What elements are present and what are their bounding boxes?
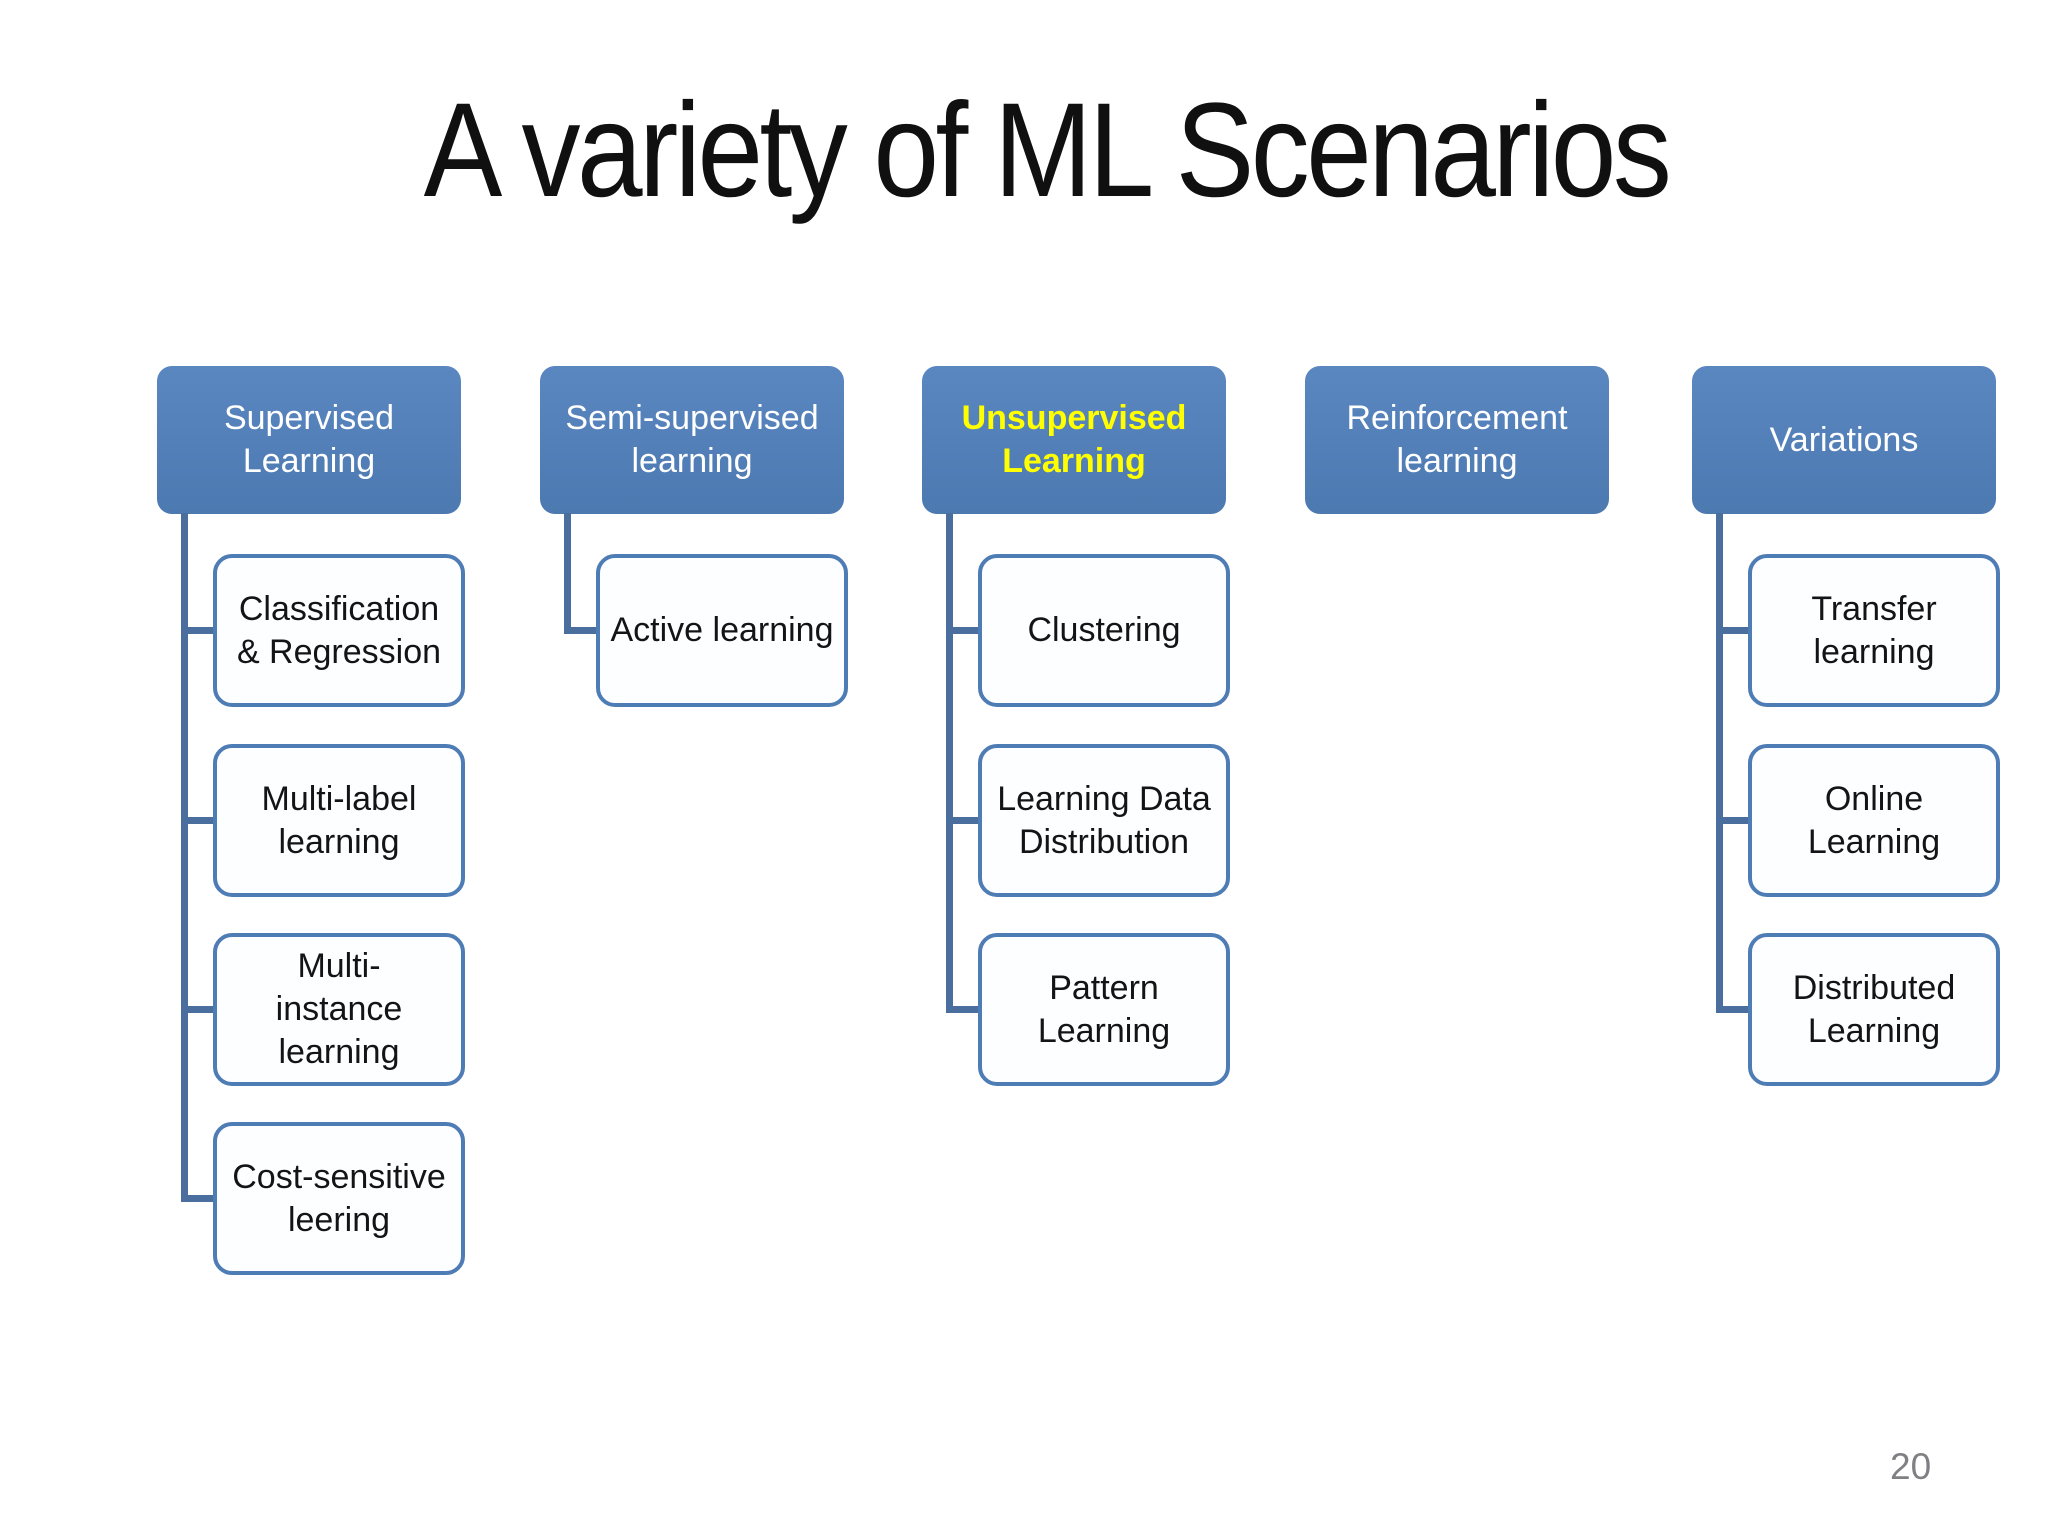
node-online-learning: Online Learning — [1748, 744, 2000, 897]
node-transfer-learning: Transfer learning — [1748, 554, 2000, 707]
connector-stub — [946, 1006, 983, 1013]
connector-stub — [181, 1195, 218, 1202]
connector-semi-supervised-vertical — [564, 513, 571, 634]
node-pattern-learning: Pattern Learning — [978, 933, 1230, 1086]
page-number: 20 — [1890, 1446, 1932, 1487]
node-multi-instance-learning: Multi-instance learning — [213, 933, 465, 1086]
slide-title: A variety of ML Scenarios — [423, 76, 1672, 225]
connector-stub — [181, 817, 218, 824]
connector-stub — [564, 627, 601, 634]
connector-supervised-vertical — [181, 513, 188, 1202]
node-multi-label-learning: Multi-label learning — [213, 744, 465, 897]
node-supervised-learning: Supervised Learning — [157, 366, 461, 514]
connector-stub — [1716, 627, 1753, 634]
node-clustering: Clustering — [978, 554, 1230, 707]
connector-unsupervised-vertical — [946, 513, 953, 1013]
node-unsupervised-learning: Unsupervised Learning — [922, 366, 1226, 514]
connector-stub — [1716, 1006, 1753, 1013]
node-semi-supervised-learning: Semi-supervised learning — [540, 366, 844, 514]
connector-variations-vertical — [1716, 513, 1723, 1013]
connector-stub — [181, 1006, 218, 1013]
connector-stub — [946, 817, 983, 824]
node-cost-sensitive-leering: Cost-sensitive leering — [213, 1122, 465, 1275]
node-distributed-learning: Distributed Learning — [1748, 933, 2000, 1086]
connector-stub — [946, 627, 983, 634]
node-active-learning: Active learning — [596, 554, 848, 707]
connector-stub — [1716, 817, 1753, 824]
node-classification-regression: Classification & Regression — [213, 554, 465, 707]
node-learning-data-distribution: Learning Data Distribution — [978, 744, 1230, 897]
connector-stub — [181, 627, 218, 634]
node-reinforcement-learning: Reinforcement learning — [1305, 366, 1609, 514]
node-variations: Variations — [1692, 366, 1996, 514]
